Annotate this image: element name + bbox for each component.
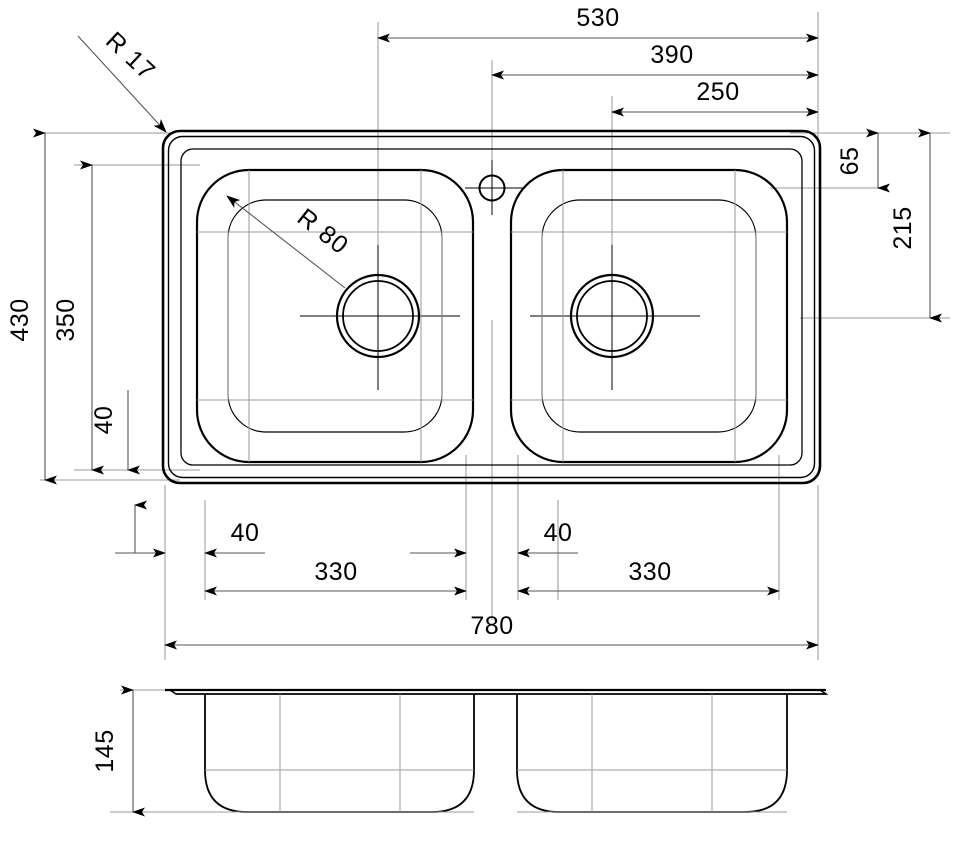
left-dimension-lines — [33, 128, 140, 485]
right-bowl-tangent-lines — [511, 170, 787, 462]
dim-label-250: 250 — [696, 78, 739, 106]
dim-label-40-b2: 40 — [544, 519, 573, 547]
center-lines — [300, 160, 700, 390]
left-drain-outer — [335, 273, 421, 359]
right-bowl — [509, 168, 789, 464]
sink-outer-rim — [161, 129, 822, 485]
top-dimension-lines — [377, 33, 819, 117]
section-construction-lines — [110, 694, 787, 813]
dim-label-350: 350 — [52, 298, 80, 341]
left-drain-inner — [342, 280, 414, 352]
left-lower-leader — [115, 500, 166, 558]
plan-view-sink-body — [161, 129, 822, 485]
sink-deck-boundary — [180, 148, 803, 466]
dim-label-65: 65 — [836, 147, 864, 176]
leader-r80 — [226, 195, 346, 289]
sink-rim-inner-edge — [167, 135, 816, 479]
section-view — [110, 688, 829, 813]
dim-label-330-b2: 330 — [628, 558, 671, 586]
dim-label-530: 530 — [576, 4, 619, 32]
right-bowl-opening — [509, 168, 789, 464]
bottom-dimension-lines — [164, 548, 819, 650]
dim-label-145: 145 — [91, 729, 119, 772]
right-drain-inner — [576, 280, 648, 352]
right-dimension-lines — [866, 128, 942, 323]
right-drain-outer — [569, 273, 655, 359]
leader-r17 — [77, 35, 167, 133]
dim-label-430: 430 — [6, 298, 34, 341]
dim-label-390: 390 — [650, 41, 693, 69]
dim-label-40-left: 40 — [90, 406, 118, 435]
dim-label-215: 215 — [889, 206, 917, 249]
dim-label-330-b1: 330 — [314, 558, 357, 586]
left-bowl-tangent-lines — [197, 170, 473, 462]
left-bowl-opening — [195, 168, 475, 464]
dim-label-40-b1: 40 — [231, 519, 260, 547]
left-bowl — [195, 168, 475, 464]
faucet-hole — [478, 174, 506, 202]
dim-label-780: 780 — [470, 612, 513, 640]
